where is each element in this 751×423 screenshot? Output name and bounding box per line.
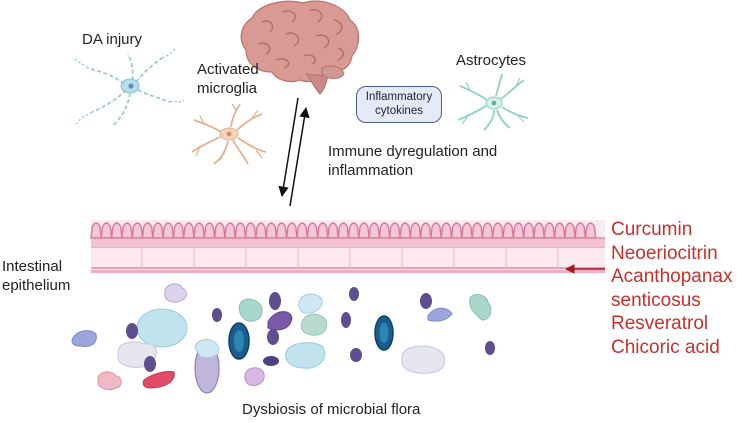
- treatment-item: senticosus: [611, 289, 701, 311]
- treatment-list: Curcumin Neoeriocitrin Acanthopanax sent…: [611, 218, 733, 360]
- intestinal-epithelium-icon: [90, 220, 605, 273]
- neuron-icon: [73, 47, 185, 127]
- da-injury-label: DA injury: [82, 31, 143, 48]
- bacteria-icon: [71, 283, 495, 394]
- brain-gut-arrows: [278, 97, 310, 207]
- astrocyte-icon: [457, 73, 529, 131]
- treatment-item: Resveratrol: [611, 313, 709, 335]
- treatment-item: Neoeriocitrin: [611, 242, 718, 264]
- treatment-item: Curcumin: [611, 219, 693, 240]
- astrocytes-label: Astrocytes: [456, 52, 527, 69]
- microglia-icon: [191, 103, 267, 165]
- treatment-item: Acanthopanax: [611, 266, 733, 288]
- dysbiosis-label: Dysbiosis of microbial flora: [242, 401, 421, 418]
- brain-icon: [240, 0, 360, 95]
- treatment-item: Chicoric acid: [611, 336, 720, 358]
